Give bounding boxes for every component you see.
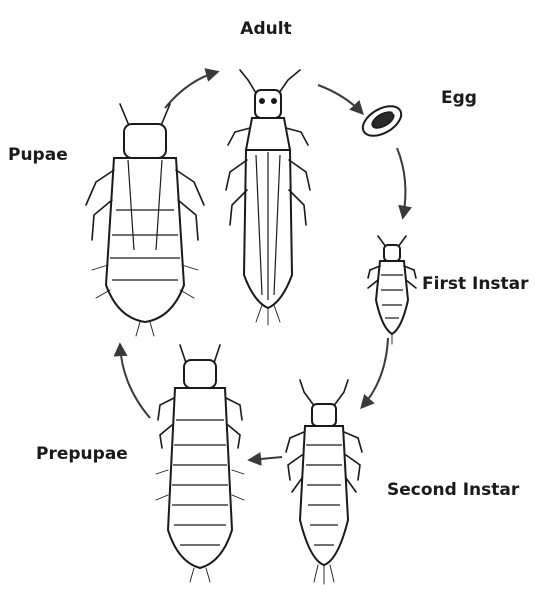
- arrow-pupae-to-adult: [165, 72, 217, 108]
- stage-label-first-instar: First Instar: [422, 274, 529, 294]
- egg-illustration: [358, 100, 406, 142]
- stage-label-pupae: Pupae: [8, 145, 68, 165]
- stage-label-adult: Adult: [240, 19, 291, 39]
- pupae-illustration: [86, 104, 204, 336]
- first-instar-illustration: [368, 236, 416, 344]
- stage-label-egg: Egg: [441, 88, 477, 108]
- prepupae-illustration: [156, 345, 244, 582]
- stage-label-prepupae: Prepupae: [36, 444, 128, 464]
- arrow-prepupae-to-pupae: [120, 345, 150, 418]
- arrow-adult-to-egg: [318, 85, 362, 113]
- arrow-second-instar-to-prepupae: [250, 457, 282, 460]
- second-instar-illustration: [286, 380, 362, 584]
- stage-label-second-instar: Second Instar: [387, 480, 520, 500]
- arrow-egg-to-first-instar: [397, 148, 405, 217]
- arrow-first-instar-to-second-instar: [362, 338, 388, 407]
- adult-thrips-illustration: [226, 70, 310, 325]
